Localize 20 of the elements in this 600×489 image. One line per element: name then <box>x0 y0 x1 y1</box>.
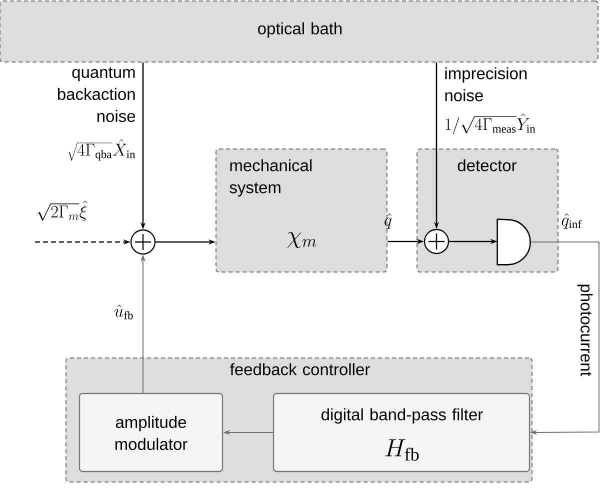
signal-label: $\sqrt{4\Gamma_{\rm qba}}\hat{X}_{\rm in}$ <box>68 139 136 161</box>
arrow <box>530 242 600 435</box>
box-title: optical bath <box>258 22 342 38</box>
box-label: amplitude modulator <box>115 416 188 450</box>
signal-label: $\hat{u}_{\rm fb}$ <box>114 304 133 320</box>
edge-label: photocurrent <box>577 284 593 376</box>
formula: $\chi_m$ <box>288 232 316 248</box>
signal-label: $1/\sqrt{4\Gamma_{\rm meas}}\hat{Y}_{\rm in}$ <box>446 114 536 134</box>
edge-label: imprecision noise <box>445 67 527 102</box>
box-title: feedback controller <box>230 363 370 376</box>
summing-junction <box>130 229 156 255</box>
box-title: detector <box>458 159 517 172</box>
formula: $H_{\rm fb}$ <box>385 439 419 461</box>
edge-label: quantum backaction noise <box>58 67 136 122</box>
summing-junction <box>424 228 450 254</box>
signal-label: $\hat{q}_{\rm inf}$ <box>562 213 582 229</box>
box-title: mechanical system <box>230 159 312 197</box>
box-title: digital band-pass filter <box>322 408 483 424</box>
signal-label: $\sqrt{2\Gamma_m}\hat{\xi}$ <box>37 200 88 221</box>
signal-label: $\hat{q}$ <box>384 213 392 229</box>
